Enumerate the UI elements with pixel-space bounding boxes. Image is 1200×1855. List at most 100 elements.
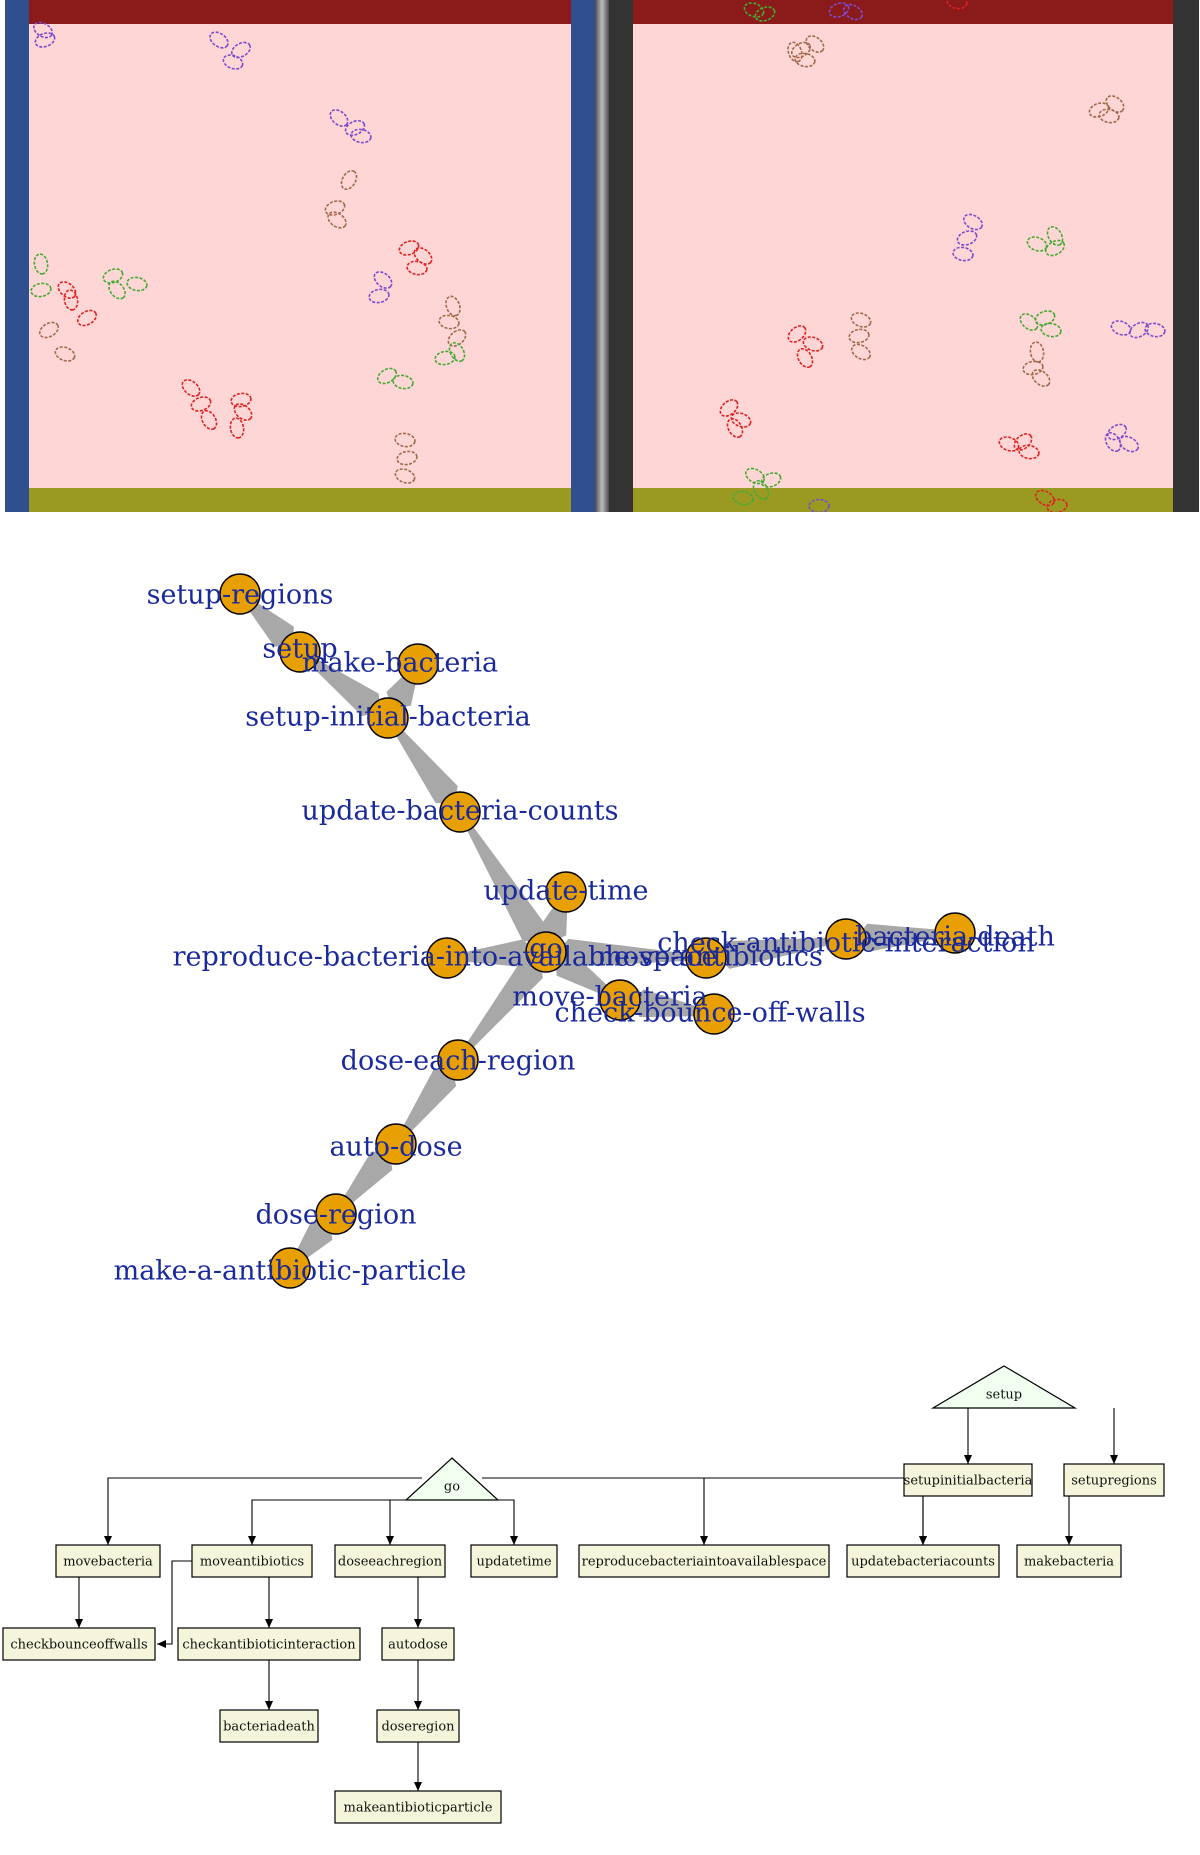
call-node-label: setup-regions	[147, 580, 334, 611]
tree-box	[470, 1544, 558, 1578]
call-edge	[394, 1068, 457, 1146]
tree-box-label: autodose	[388, 1638, 448, 1653]
bacterium	[952, 246, 974, 262]
bacterium	[730, 412, 752, 428]
call-edge	[715, 937, 847, 969]
bacterium	[102, 268, 124, 284]
top-band-left	[29, 0, 595, 24]
call-node-label: bacteria-death	[855, 922, 1055, 953]
sidebar-left	[5, 0, 29, 512]
bacterium	[1031, 369, 1051, 387]
bacterium	[181, 379, 201, 397]
call-node-label: check-antibiotic-interaction	[657, 928, 1035, 959]
bacterium	[229, 417, 245, 439]
bacterium	[32, 21, 54, 39]
tree-edge	[386, 1499, 422, 1545]
bacterium	[794, 52, 816, 68]
bacterium	[38, 321, 60, 339]
tree-box-label: checkbounceoffwalls	[10, 1638, 147, 1653]
bacterium	[200, 409, 218, 431]
call-node-label: setup	[262, 634, 337, 665]
bacterium	[398, 240, 420, 256]
bacterium	[726, 417, 744, 439]
bacterium	[230, 392, 252, 408]
tree-box	[381, 1627, 455, 1661]
bacterium	[1040, 322, 1062, 338]
right-edge-left	[571, 0, 595, 512]
tree-edge	[248, 1499, 422, 1545]
call-node-label: dose-each-region	[341, 1046, 576, 1077]
call-node	[269, 1247, 311, 1289]
bacterium	[744, 467, 766, 485]
tree-box	[334, 1790, 502, 1824]
simulation-view-right	[609, 0, 1199, 512]
tree-box	[2, 1627, 156, 1661]
bacterium	[34, 32, 56, 48]
call-edge	[456, 959, 543, 1062]
call-edge	[629, 989, 715, 1018]
bacterium	[438, 314, 460, 330]
call-edge	[855, 923, 956, 952]
tree-edge	[482, 1477, 708, 1545]
bacterium	[1034, 310, 1056, 326]
call-edge	[446, 939, 537, 968]
call-graph: setup-regionssetupmake-bacteriasetup-ini…	[114, 573, 1055, 1289]
call-node-label: make-a-antibiotic-particle	[114, 1256, 467, 1287]
tree-box-label: updatetime	[476, 1555, 551, 1570]
tree-box	[191, 1544, 313, 1578]
tree-box	[578, 1544, 830, 1578]
call-edge	[298, 650, 380, 716]
bacterium	[1144, 322, 1166, 338]
tree-box-label: movebacteria	[63, 1555, 153, 1570]
call-node	[693, 993, 735, 1035]
bacterium	[324, 200, 346, 216]
simulation-canvas-left	[5, 0, 595, 512]
bacterium	[327, 211, 347, 229]
bacterium	[30, 282, 52, 298]
bacterium	[754, 6, 776, 22]
bacterium	[1105, 95, 1125, 113]
bacterium	[787, 325, 807, 343]
bacterium	[802, 336, 824, 352]
bottom-band-left	[29, 488, 595, 512]
tree-box	[846, 1544, 1000, 1578]
field-left	[29, 0, 595, 512]
tree-box-label: doseregion	[381, 1720, 455, 1735]
bacterium	[54, 346, 76, 362]
bacterium	[222, 54, 244, 70]
simulation-view-left	[5, 0, 595, 512]
bacterium	[1019, 313, 1039, 331]
bacterium	[946, 0, 968, 10]
call-node-label: auto-dose	[329, 1132, 462, 1163]
bacterium	[743, 2, 765, 18]
tree-edge	[157, 1560, 192, 1648]
bacterium	[1046, 498, 1068, 512]
call-node-label: go	[529, 934, 563, 965]
bacterium	[842, 3, 864, 21]
call-node	[599, 979, 641, 1021]
call-graph-nodes: setup-regionssetupmake-bacteriasetup-ini…	[114, 573, 1055, 1289]
call-edge	[458, 810, 547, 944]
bacterium	[732, 490, 754, 506]
call-node	[685, 937, 727, 979]
bacterium	[1018, 444, 1040, 460]
tree-box	[177, 1627, 361, 1661]
call-node	[397, 643, 439, 685]
bacterium	[233, 403, 253, 421]
bacterium	[394, 468, 416, 484]
call-node-label: check-bounce-off-walls	[554, 998, 865, 1029]
bacterium	[962, 213, 984, 231]
call-node-label: update-bacteria-counts	[302, 796, 619, 827]
bacterium	[376, 367, 398, 385]
bacterium	[57, 281, 77, 299]
bacterium	[1046, 225, 1064, 247]
call-node	[825, 918, 867, 960]
bacterium	[805, 35, 825, 53]
bacterium	[63, 289, 79, 311]
call-node	[219, 573, 261, 615]
call-node	[934, 912, 976, 954]
call-node	[525, 931, 567, 973]
bacterium	[373, 271, 393, 289]
bacterium	[1022, 360, 1044, 376]
